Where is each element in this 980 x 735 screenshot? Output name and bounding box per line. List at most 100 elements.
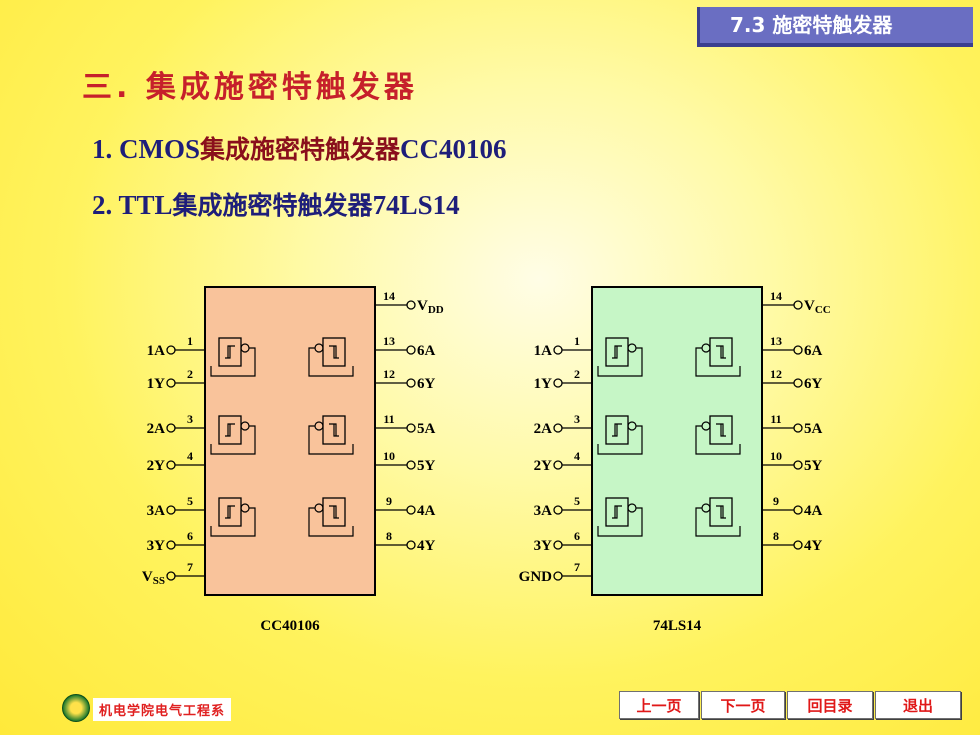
pin-label: 5A: [804, 421, 823, 437]
item-ttl-num: 2. TTL: [92, 190, 173, 220]
item-ttl: 2. TTL集成施密特触发器74LS14: [92, 186, 460, 222]
pin-label: 4A: [417, 503, 436, 519]
pin-number: 10: [383, 449, 395, 463]
next-page-button[interactable]: 下一页: [701, 691, 785, 719]
feedback-wire: [308, 347, 354, 377]
hysteresis-symbol: [225, 505, 235, 519]
hysteresis-symbol: [612, 423, 622, 437]
pin-terminal-left: [166, 540, 176, 550]
schmitt-gate-right-2: [308, 415, 354, 455]
prev-page-button[interactable]: 上一页: [619, 691, 699, 719]
hysteresis-symbol: [612, 505, 622, 519]
schmitt-gate-right-3: [695, 497, 741, 537]
pin-label: 6A: [804, 343, 823, 359]
gate-box: [709, 415, 733, 445]
pin-terminal-right: [406, 505, 416, 515]
gate-box: [322, 337, 346, 367]
item-cmos-title: 集成施密特触发器: [200, 135, 401, 164]
hysteresis-symbol: [716, 345, 726, 359]
pin-label: 4Y: [804, 538, 823, 554]
table-of-contents-button[interactable]: 回目录: [787, 691, 873, 719]
pin-number: 14: [383, 289, 395, 303]
pin-terminal-left: [553, 540, 563, 550]
exit-button[interactable]: 退出: [875, 691, 961, 719]
pin-number: 11: [383, 412, 394, 426]
pin-number: 1: [187, 334, 193, 348]
pin-terminal-left: [553, 571, 563, 581]
gate-box: [709, 337, 733, 367]
pin-terminal-left: [166, 345, 176, 355]
pin-terminal-right: [793, 378, 803, 388]
pin-terminal-left: [553, 345, 563, 355]
pin-label: VDD: [417, 298, 444, 316]
item-ttl-title: 集成施密特触发器: [172, 191, 373, 220]
pin-terminal-left: [553, 423, 563, 433]
school-logo-icon: [62, 694, 90, 722]
pin-label: 2Y: [534, 458, 553, 474]
pin-number: 12: [383, 367, 395, 381]
pin-label: 1Y: [147, 376, 166, 392]
chip-body: [591, 286, 763, 596]
pin-label: 5Y: [804, 458, 823, 474]
feedback-wire: [597, 507, 643, 537]
pin-label: 2A: [147, 421, 166, 437]
pin-label: 3Y: [147, 538, 166, 554]
pin-number: 7: [574, 560, 580, 574]
pin-terminal-right: [793, 423, 803, 433]
gate-box: [322, 415, 346, 445]
pin-label: 4A: [804, 503, 823, 519]
gate-box: [218, 415, 242, 445]
gate-box: [605, 497, 629, 527]
pin-label: 2Y: [147, 458, 166, 474]
pin-number: 3: [187, 412, 193, 426]
chip-body: [204, 286, 376, 596]
school-name: 机电学院电气工程系: [93, 698, 232, 721]
feedback-wire: [597, 425, 643, 455]
pin-number: 14: [770, 289, 782, 303]
schmitt-gate-right-1: [308, 337, 354, 377]
pin-terminal-right: [793, 300, 803, 310]
pin-terminal-left: [166, 571, 176, 581]
pin-terminal-left: [166, 505, 176, 515]
pin-number: 8: [386, 529, 392, 543]
chip-name: CC40106: [260, 618, 320, 634]
pin-number: 13: [770, 334, 782, 348]
chip-74ls14: 11A21Y32A42Y53A63Y7GND14VCC136A126Y115A1…: [519, 286, 831, 634]
pin-label: 5Y: [417, 458, 436, 474]
pin-label: 3A: [534, 503, 553, 519]
feedback-wire: [210, 347, 256, 377]
schmitt-gate-left-2: [597, 415, 643, 455]
pin-terminal-right: [793, 505, 803, 515]
schmitt-gate-left-3: [210, 497, 256, 537]
pin-number: 7: [187, 560, 193, 574]
pin-label: VCC: [804, 298, 831, 316]
feedback-wire: [695, 425, 741, 455]
feedback-wire: [210, 507, 256, 537]
pin-terminal-right: [406, 345, 416, 355]
pin-number: 10: [770, 449, 782, 463]
feedback-wire: [210, 425, 256, 455]
pin-number: 11: [770, 412, 781, 426]
pin-label: 1Y: [534, 376, 553, 392]
hysteresis-symbol: [329, 345, 339, 359]
feedback-wire: [695, 347, 741, 377]
schmitt-gate-left-3: [597, 497, 643, 537]
pin-terminal-left: [553, 505, 563, 515]
nav-bar: 上一页 下一页 回目录 退出: [619, 691, 961, 719]
pin-number: 8: [773, 529, 779, 543]
gate-box: [218, 337, 242, 367]
pin-label: 1A: [534, 343, 553, 359]
pin-label: 3A: [147, 503, 166, 519]
pin-terminal-right: [406, 300, 416, 310]
item-cmos-num: 1. CMOS: [92, 134, 200, 164]
pin-terminal-right: [793, 540, 803, 550]
pin-number: 2: [574, 367, 580, 381]
pin-terminal-left: [166, 460, 176, 470]
pin-label: 5A: [417, 421, 436, 437]
pin-number: 5: [574, 494, 580, 508]
pin-label: GND: [519, 569, 553, 585]
pin-terminal-left: [166, 378, 176, 388]
gate-box: [218, 497, 242, 527]
feedback-wire: [597, 347, 643, 377]
pin-terminal-right: [406, 460, 416, 470]
